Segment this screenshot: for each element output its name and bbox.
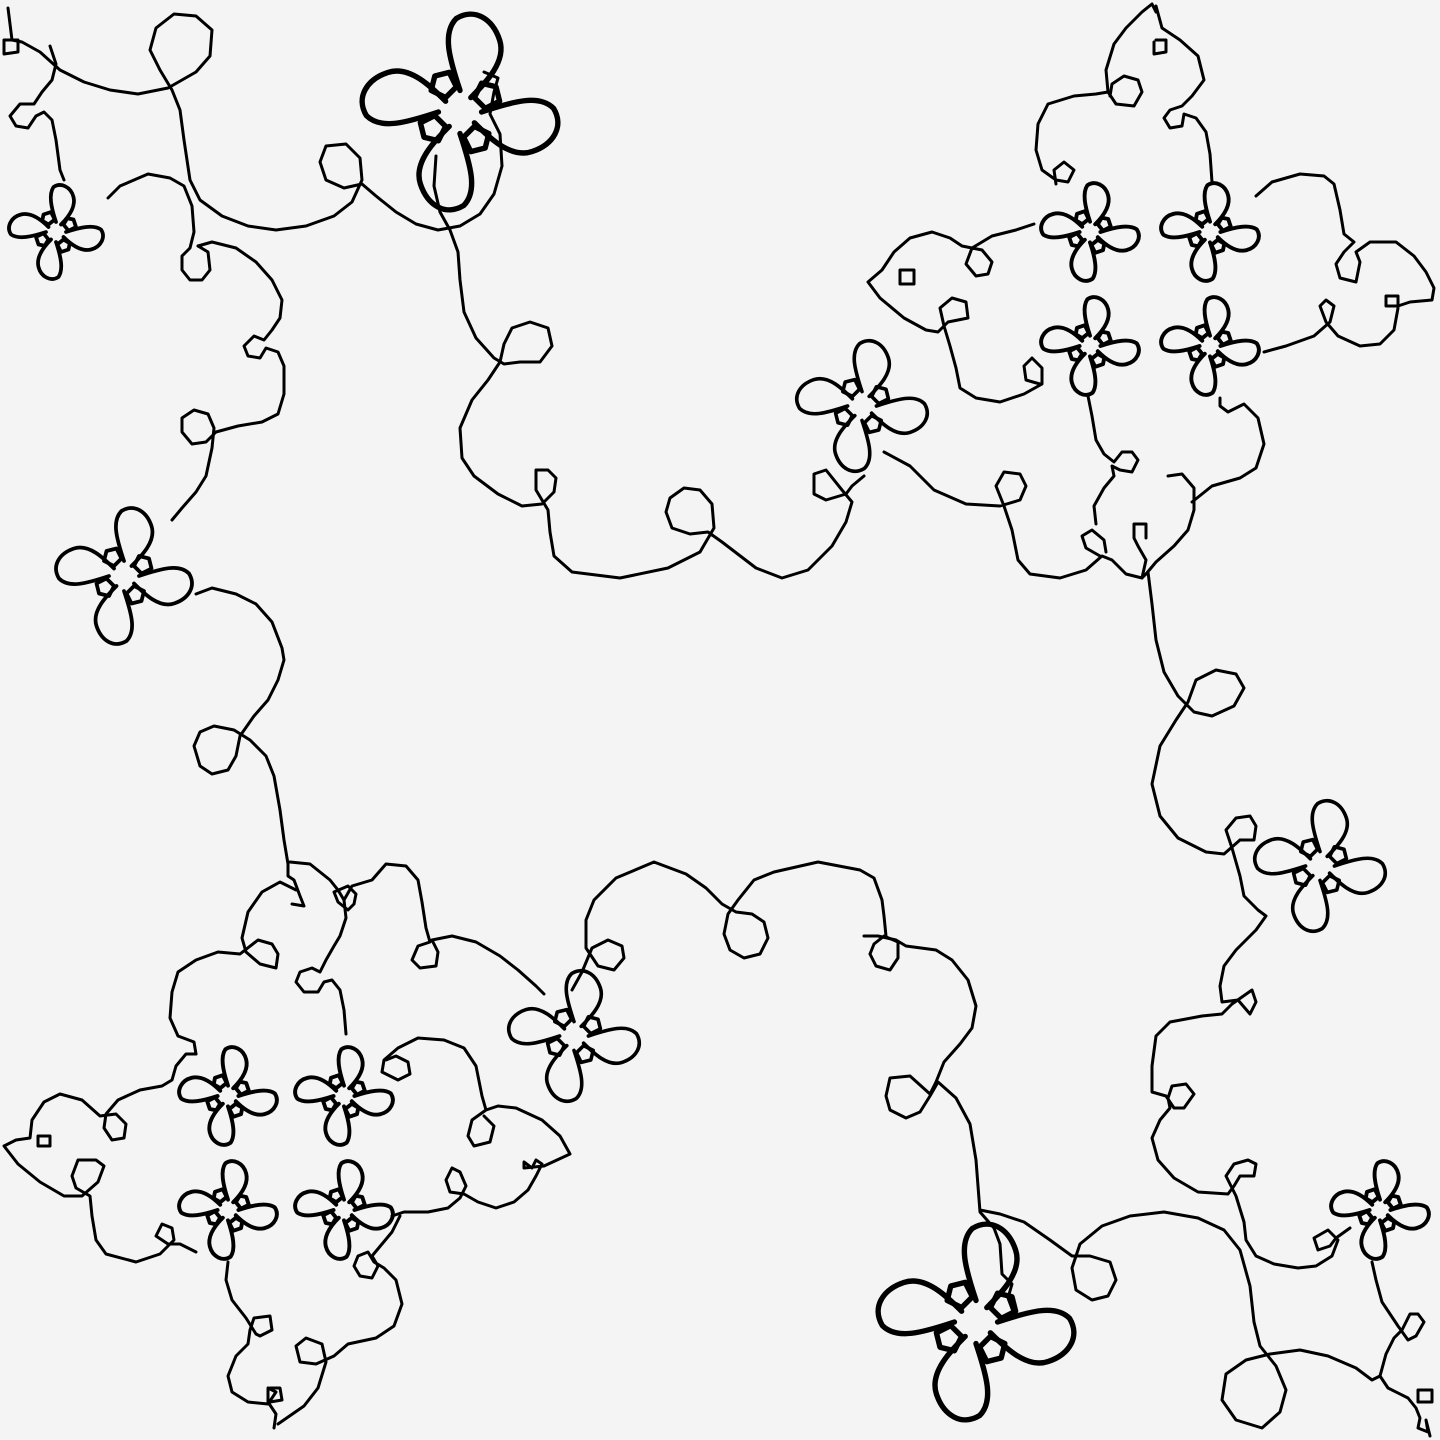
vine-segment bbox=[570, 860, 888, 992]
vine-segment bbox=[1106, 74, 1144, 108]
vine-segment bbox=[466, 1108, 496, 1148]
flower-motif bbox=[54, 506, 194, 646]
vine-segment bbox=[2, 38, 20, 56]
vine-segment bbox=[1034, 2, 1158, 186]
vine-segment bbox=[978, 1208, 1382, 1430]
vine-segment bbox=[192, 586, 306, 908]
vine-segment bbox=[868, 934, 900, 972]
vine-segment bbox=[268, 1386, 284, 1404]
vine-segment bbox=[1416, 1388, 1434, 1404]
vine-segment bbox=[342, 862, 546, 996]
flower-motif bbox=[177, 1045, 279, 1147]
flower-motif bbox=[1159, 295, 1261, 397]
vine-segment bbox=[1190, 396, 1266, 504]
vine-segment bbox=[1086, 394, 1140, 526]
flower-motif bbox=[7, 183, 105, 281]
vine-segment bbox=[1384, 294, 1400, 308]
vine-segment bbox=[1144, 472, 1196, 576]
vine-segment bbox=[106, 172, 212, 282]
vine-segment bbox=[1262, 298, 1400, 354]
vine-segment bbox=[8, 44, 66, 182]
vine-segment bbox=[1152, 38, 1168, 56]
flower-motif bbox=[293, 1159, 395, 1261]
vine-segment bbox=[1080, 528, 1108, 558]
vine-segment bbox=[866, 222, 1044, 404]
flower-motifs bbox=[7, 14, 1431, 1420]
vine-segment bbox=[862, 934, 1016, 1316]
flower-motif bbox=[794, 338, 930, 474]
vine-segment bbox=[6, 6, 504, 232]
vine-segment bbox=[168, 880, 298, 1056]
flower-motif bbox=[878, 1224, 1074, 1420]
vine-segment bbox=[380, 1036, 572, 1218]
vine-segment bbox=[1132, 522, 1148, 580]
vine-segment bbox=[36, 1134, 52, 1148]
flower-motif bbox=[293, 1045, 395, 1147]
vine-segment bbox=[1254, 172, 1436, 308]
vine-segment bbox=[288, 860, 348, 1036]
flower-motif bbox=[506, 968, 642, 1104]
vine-segment bbox=[1154, 4, 1214, 184]
vine-segment bbox=[332, 884, 358, 912]
flower-motif bbox=[1159, 181, 1261, 283]
flower-motif bbox=[1039, 181, 1141, 283]
flower-motif bbox=[177, 1159, 279, 1261]
vine-segment bbox=[1150, 814, 1352, 1270]
vine-segment bbox=[224, 1260, 278, 1430]
vine-segment bbox=[898, 268, 916, 286]
vine-segment bbox=[1370, 1260, 1432, 1438]
flower-motif bbox=[1329, 1159, 1431, 1261]
vine-segment bbox=[170, 240, 286, 522]
vine-segment bbox=[432, 154, 866, 580]
flower-motif bbox=[362, 14, 558, 210]
vine-segment bbox=[882, 450, 1246, 856]
flower-motif bbox=[1252, 798, 1388, 934]
vine-segment bbox=[276, 1214, 404, 1426]
vine-segment bbox=[2, 1052, 198, 1264]
flower-motif bbox=[1039, 295, 1141, 397]
